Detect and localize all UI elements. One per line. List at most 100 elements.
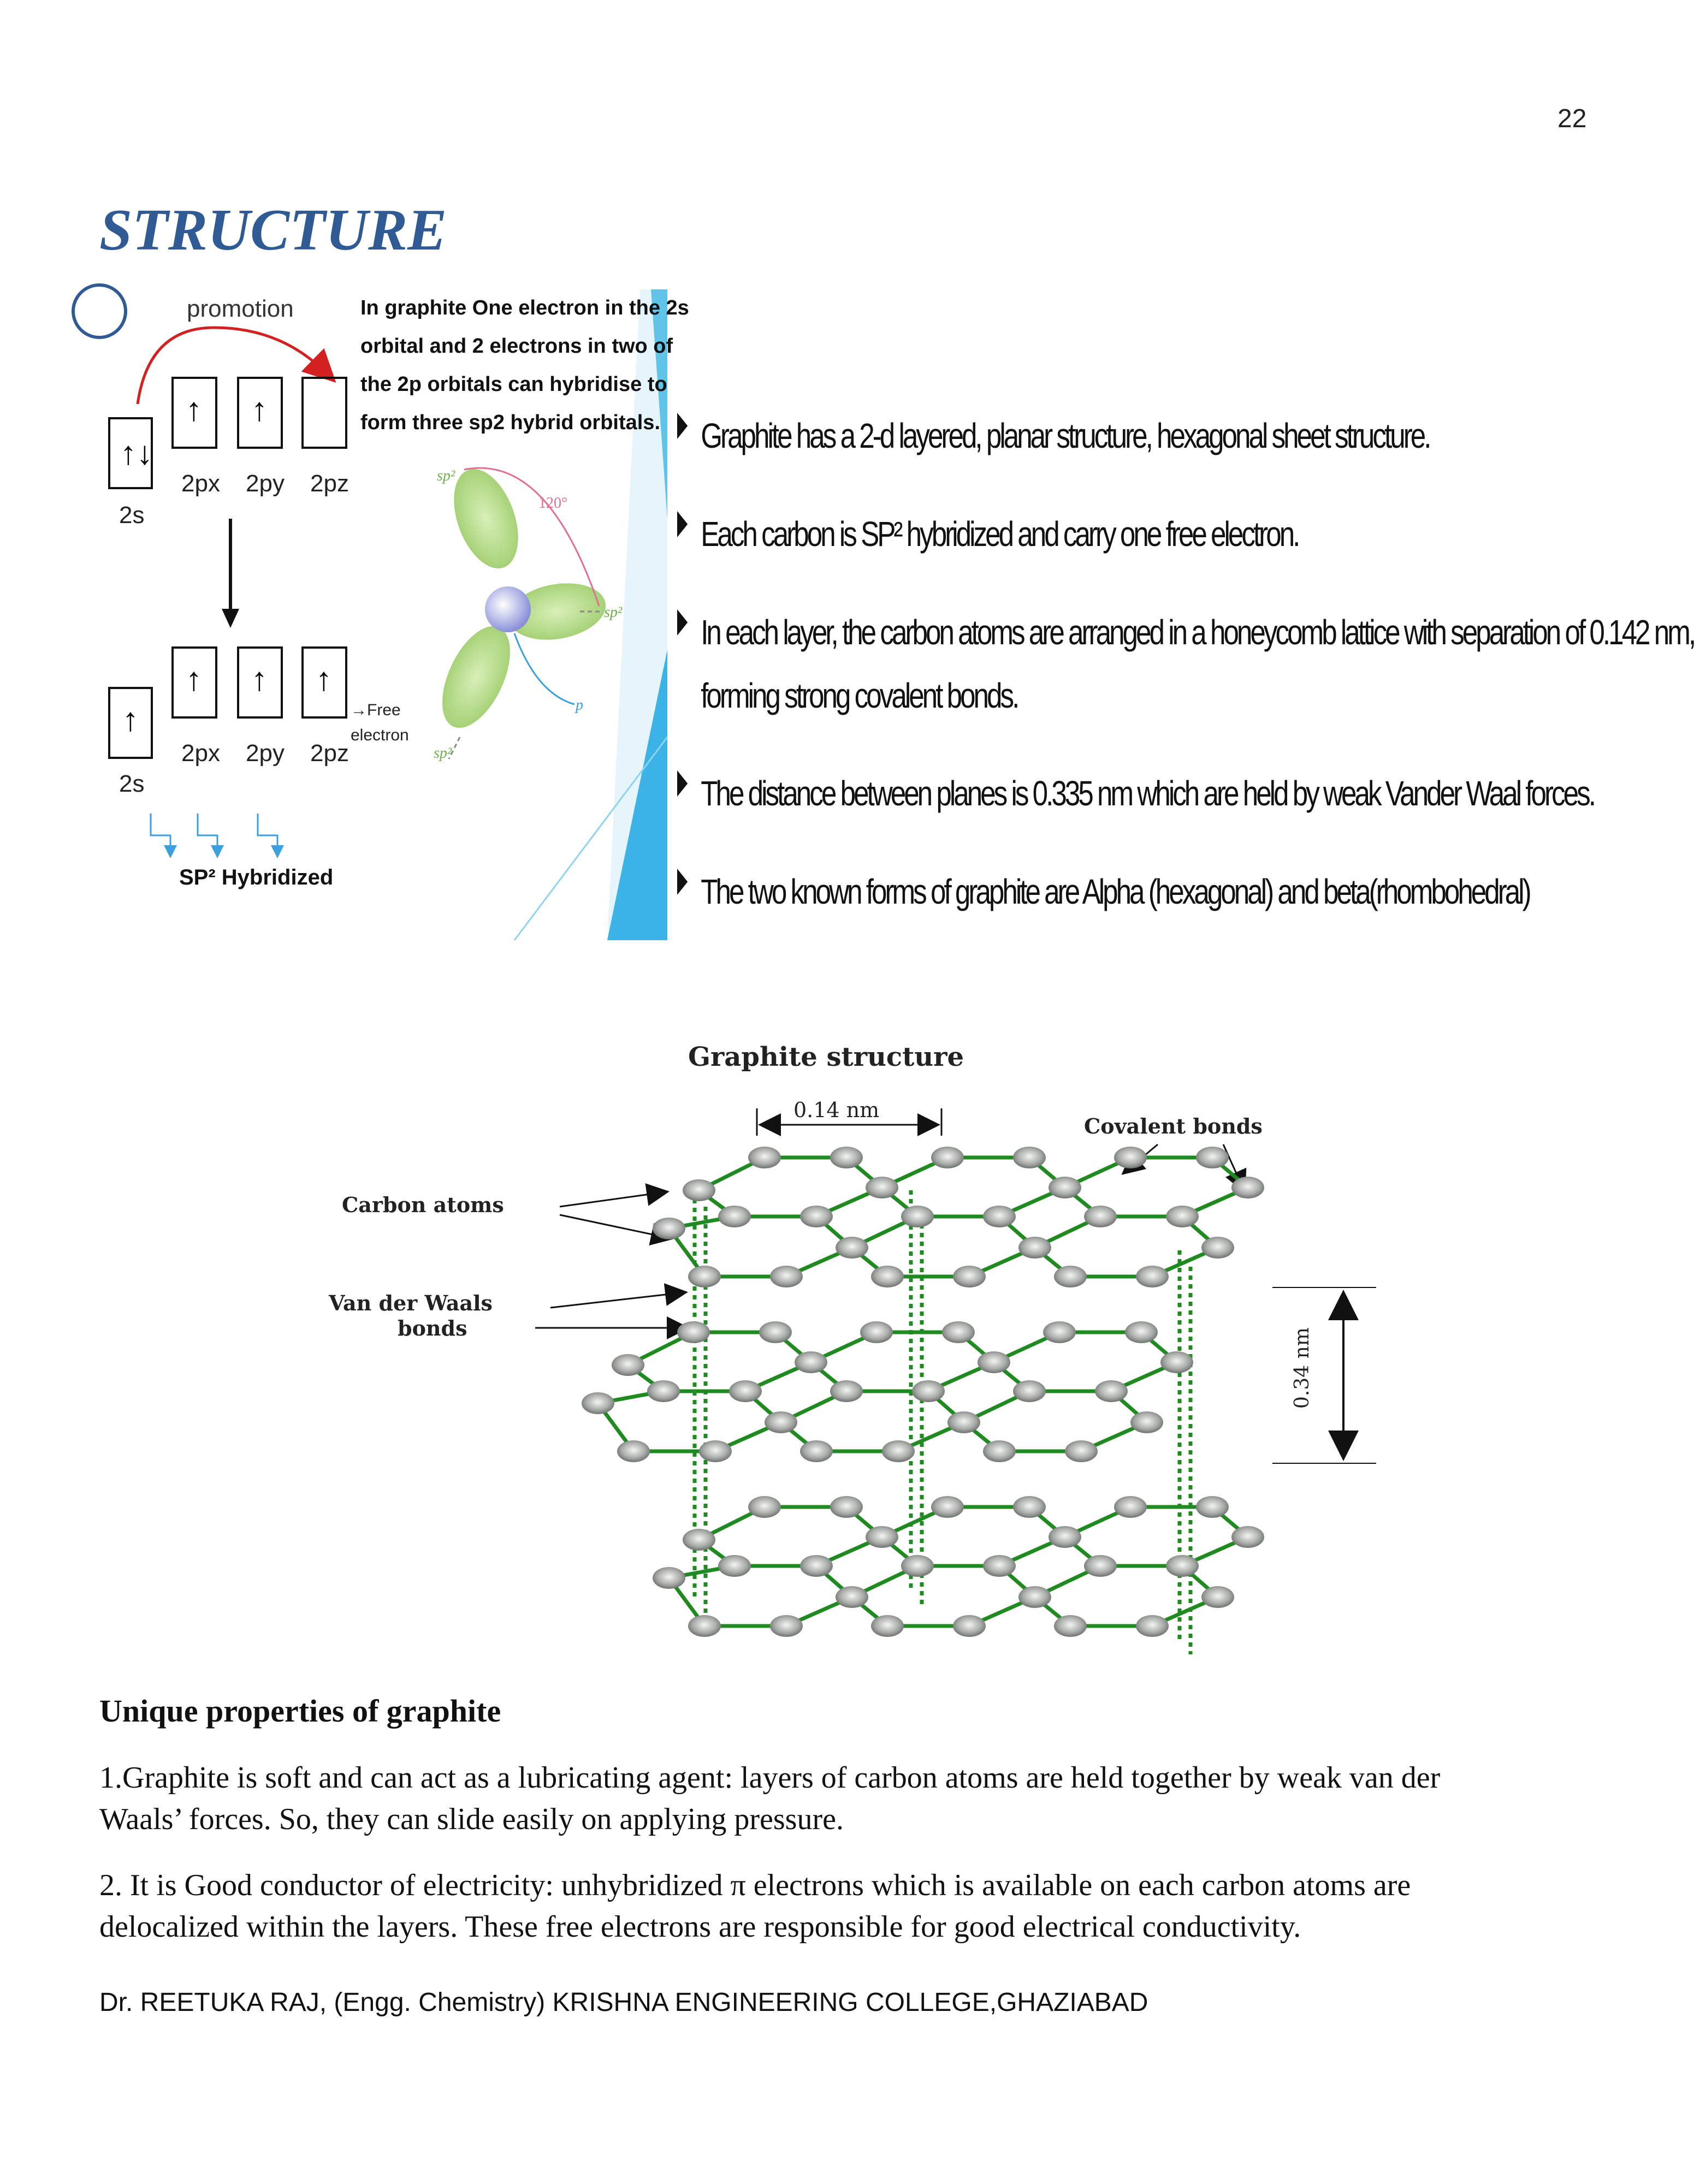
carbon-atom <box>1114 1147 1147 1168</box>
spacing-label: 0.34 nm <box>1291 1327 1313 1409</box>
page-footer: Dr. REETUKA RAJ, (Engg. Chemistry) KRISH… <box>99 1988 1148 2017</box>
carbon-atom <box>1231 1177 1264 1198</box>
carbon-atom <box>1196 1496 1229 1518</box>
p-label: p <box>574 697 583 714</box>
carbon-atom <box>729 1380 762 1402</box>
carbon-atom <box>683 1179 715 1201</box>
property-item-2: 2. It is Good conductor of electricity: … <box>99 1868 1411 1944</box>
carbon-atom <box>836 1586 868 1608</box>
orbital-box-2py <box>237 377 283 449</box>
description-line-2: orbital and 2 electrons in two of <box>360 335 673 358</box>
svg-text:↑: ↑ <box>251 391 268 428</box>
bond-length-label: 0.14 nm <box>793 1098 879 1122</box>
covalent-bonds-label: Covalent bonds <box>1084 1114 1263 1138</box>
svg-text:↑↓: ↑↓ <box>120 435 153 471</box>
carbon-atom <box>677 1321 710 1343</box>
ground-2py-label: 2py <box>246 470 285 497</box>
graphite-structure-figure: Graphite structure 0.14 nm Covalent bond… <box>306 1026 1398 1660</box>
description-line-1: In graphite One electron in the 2s <box>360 296 689 319</box>
carbon-atom <box>1054 1266 1087 1287</box>
bullet-arrow-icon <box>677 869 688 895</box>
carbon-atom <box>942 1321 975 1343</box>
carbon-atom <box>718 1555 751 1577</box>
carbon-atom <box>1054 1615 1087 1637</box>
carbon-atom <box>795 1351 827 1373</box>
carbon-atom <box>800 1555 833 1577</box>
carbon-atom <box>983 1206 1016 1227</box>
carbon-atom <box>901 1206 934 1227</box>
orbital-diagram: promotion ↑↓ ↑ ↑ 2s 2px 2py 2pz ↑ ↑ ↑ ↑ … <box>72 283 689 941</box>
carbon-atom <box>582 1392 614 1414</box>
svg-text:↑: ↑ <box>186 661 202 697</box>
carbon-atom <box>699 1440 732 1462</box>
free-electron-label-2: electron <box>351 726 409 744</box>
carbon-atom <box>1166 1206 1199 1227</box>
svg-text:↑: ↑ <box>316 661 332 697</box>
sp2-bottom-label: sp² <box>434 745 452 762</box>
svg-text:↑: ↑ <box>251 661 268 697</box>
carbon-atom <box>770 1615 803 1637</box>
hybrid-box-2pz <box>301 646 347 719</box>
carbon-atom <box>830 1496 863 1518</box>
graphite-lattice <box>582 1147 1264 1654</box>
bullet-arrow-icon <box>677 413 688 439</box>
carbon-atom <box>748 1147 781 1168</box>
graphite-layer <box>582 1321 1193 1462</box>
angle-label: 120° <box>538 495 567 512</box>
bullet-item: Graphite has a 2-d layered, planar struc… <box>677 404 1431 467</box>
carbon-atom <box>830 1147 863 1168</box>
section-title: STRUCTURE <box>99 198 447 263</box>
carbon-atom <box>901 1555 934 1577</box>
bullet-arrow-icon <box>677 770 688 797</box>
carbon-atom <box>866 1526 898 1548</box>
orbital-box-2pz <box>301 377 347 449</box>
bullet-item: The two known forms of graphite are Alph… <box>677 860 1532 923</box>
hybrid-2pz-label: 2pz <box>310 740 349 767</box>
carbon-atom <box>871 1615 904 1637</box>
figure-title: Graphite structure <box>688 1042 964 1072</box>
carbon-atom <box>1013 1380 1046 1402</box>
carbon-atom <box>688 1615 721 1637</box>
bullet-arrow-icon <box>677 511 688 537</box>
carbon-atom <box>1136 1266 1169 1287</box>
carbon-atom <box>866 1177 898 1198</box>
sp2-hybridized-label: SP² Hybridized <box>179 865 333 889</box>
page-number: 22 <box>1557 104 1587 133</box>
carbon-atom <box>1049 1526 1081 1548</box>
carbon-atom <box>983 1440 1016 1462</box>
hybrid-2px-label: 2px <box>181 740 220 767</box>
carbon-atom <box>1130 1411 1163 1433</box>
carbon-atom <box>653 1218 685 1239</box>
carbon-atom <box>947 1411 980 1433</box>
graphite-layer <box>653 1496 1264 1637</box>
carbon-atom <box>800 1440 833 1462</box>
property-item-1: 1.Graphite is soft and can act as a lubr… <box>99 1761 1441 1836</box>
carbon-atom <box>653 1567 685 1589</box>
carbon-atom <box>1013 1147 1046 1168</box>
ground-2pz-label: 2pz <box>310 470 349 497</box>
carbon-atom <box>882 1440 915 1462</box>
carbon-atom <box>718 1206 751 1227</box>
hybrid-2py-label: 2py <box>246 740 285 767</box>
carbon-atom <box>1084 1206 1117 1227</box>
decorative-stripe-top <box>651 289 667 519</box>
carbon-atom <box>1084 1555 1117 1577</box>
bullet-item-continuation: forming strong covalent bonds. <box>701 676 1020 715</box>
carbon-atom <box>1160 1351 1193 1373</box>
carbon-atom <box>1196 1147 1229 1168</box>
ground-2s-label: 2s <box>119 502 144 529</box>
carbon-atom <box>1018 1586 1051 1608</box>
carbon-atom <box>836 1237 868 1259</box>
carbon-atom <box>748 1496 781 1518</box>
sp2-orbital-geometry: sp² 120° sp² p sp² <box>434 467 623 762</box>
carbon-atom <box>1166 1555 1199 1577</box>
free-electron-label-1: →Free <box>351 701 401 719</box>
carbon-atom <box>953 1266 986 1287</box>
carbon-atom <box>617 1440 650 1462</box>
carbon-atom <box>1231 1526 1264 1548</box>
carbon-atom <box>683 1529 715 1551</box>
svg-text:↑: ↑ <box>122 701 139 738</box>
carbon-atom <box>800 1206 833 1227</box>
carbon-atom <box>830 1380 863 1402</box>
hybrid-box-2s <box>108 687 153 759</box>
